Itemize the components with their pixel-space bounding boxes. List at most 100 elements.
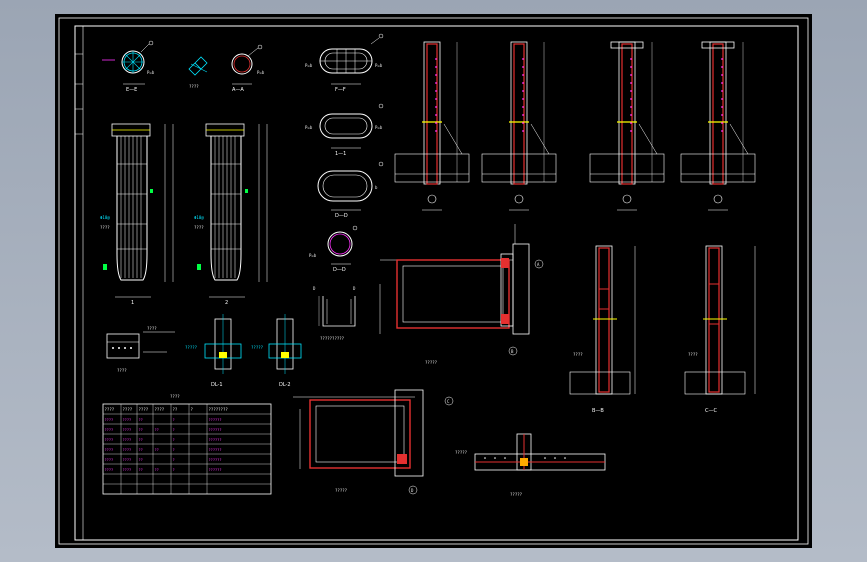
svg-text:Φ10@: Φ10@ <box>194 215 204 220</box>
table-cell: ???? <box>123 468 132 472</box>
svg-text:P=b: P=b <box>309 253 317 258</box>
table-cell: ? <box>173 418 175 422</box>
table-cell: ?? <box>139 418 143 422</box>
svg-text:Φ10@: Φ10@ <box>100 215 110 220</box>
plan-1: A B ????? <box>379 224 544 365</box>
schedule-table: ???? ???????????????????????????????????… <box>102 394 272 495</box>
svg-text:?????: ????? <box>185 345 198 350</box>
table-header: ? <box>191 407 194 412</box>
table-cell: ???? <box>105 438 114 442</box>
svg-text:?????: ????? <box>455 450 468 455</box>
table-header: ?? <box>173 407 178 412</box>
label-elev-1: 1 <box>131 300 134 306</box>
table-cell: ???? <box>105 458 114 462</box>
table-header: ???? <box>139 407 149 412</box>
table-cell: ???? <box>105 448 114 452</box>
label-elev-2: 2 <box>225 300 228 306</box>
section-d2: P=b D—D <box>309 225 358 273</box>
svg-text:????: ???? <box>147 326 157 331</box>
label-base-note: ???? <box>117 368 127 373</box>
svg-text:P=b: P=b <box>147 70 155 75</box>
table-cell: ?????? <box>209 428 222 432</box>
elevation-1: Φ10@ ???? 1 <box>100 123 174 306</box>
elevation-2: Φ10@ ???? 2 <box>194 123 268 306</box>
small-detail: D D ?????????? <box>313 286 356 341</box>
outer-frame <box>58 17 809 545</box>
base-detail: ???? ???? <box>106 326 175 373</box>
dl2-detail: ????? DL-2 <box>251 314 302 388</box>
table-cell: ?????? <box>209 468 222 472</box>
wall-section-top-4 <box>680 41 756 211</box>
table-header: ???????? <box>209 407 229 412</box>
label-detail: ????? <box>510 492 523 497</box>
drawing-sheet: P=b E—E ???? P=b A—A Φ10@ ???? <box>58 17 809 545</box>
svg-text:????: ???? <box>194 225 204 230</box>
label-section-f: F—F <box>335 87 346 93</box>
section-f: P=b P=b F—F <box>305 33 384 93</box>
svg-text:????: ???? <box>688 352 698 357</box>
table-cell: ?????? <box>209 418 222 422</box>
table-cell: ?????? <box>209 458 222 462</box>
label-detail-note: ?????????? <box>320 336 345 341</box>
inner-frame <box>74 25 799 541</box>
wall-section-c: ???? C—C <box>684 245 756 414</box>
axis-b: B <box>511 349 514 354</box>
cad-drawing-canvas[interactable]: P=b E—E ???? P=b A—A Φ10@ ???? <box>55 14 812 548</box>
section-d1: b D—D <box>317 161 384 219</box>
table-cell: ???? <box>105 418 114 422</box>
wall-section-top-1 <box>394 41 470 211</box>
table-cell: ?? <box>139 458 143 462</box>
label-section-e: E—E <box>126 87 137 93</box>
svg-text:P=b: P=b <box>305 125 313 130</box>
section-a: P=b A—A <box>231 44 265 93</box>
table-cell: ?????? <box>209 448 222 452</box>
table-cell: ???? <box>105 428 114 432</box>
label-wall-c1: C—C <box>705 408 717 414</box>
svg-text:P=b: P=b <box>305 63 313 68</box>
binding-marks <box>75 53 83 135</box>
section-e: P=b E—E <box>102 40 155 93</box>
table-cell: ???? <box>123 418 132 422</box>
label-section-a: A—A <box>232 87 244 93</box>
wall-joint-detail: ????? ????? <box>455 433 606 497</box>
axis-a: A <box>537 262 540 267</box>
wall-section-top-2 <box>481 41 557 211</box>
svg-text:P=b: P=b <box>375 63 383 68</box>
table-cell: ???? <box>123 458 132 462</box>
label-plan2: ????? <box>335 488 348 493</box>
svg-text:1—1: 1—1 <box>335 151 346 157</box>
table-header: ???? <box>123 407 133 412</box>
wall-section-b: ???? B—B <box>569 245 636 414</box>
svg-text:D: D <box>353 286 356 291</box>
table-cell: ? <box>173 448 175 452</box>
label-section-d1: D—D <box>335 213 348 219</box>
table-cell: ?? <box>155 448 159 452</box>
table-cell: ?? <box>155 428 159 432</box>
plan-2: C D ????? <box>293 389 454 495</box>
label-plan1: ????? <box>425 360 438 365</box>
label-wall-b1: B—B <box>592 408 604 414</box>
label-section-d2: D—D <box>333 267 346 273</box>
label-dl1: DL-1 <box>211 382 223 388</box>
table-header: ???? <box>155 407 165 412</box>
table-cell: ?????? <box>209 438 222 442</box>
table-cell: ???? <box>123 428 132 432</box>
table-cell: ?? <box>139 448 143 452</box>
svg-text:????: ???? <box>573 352 583 357</box>
svg-text:D: D <box>313 286 316 291</box>
label-dl2: DL-2 <box>279 382 291 388</box>
axis-c: C <box>447 399 450 404</box>
svg-text:P=b: P=b <box>257 70 265 75</box>
label-section-small: ???? <box>189 84 199 89</box>
table-cell: ???? <box>105 468 114 472</box>
svg-text:????: ???? <box>100 225 110 230</box>
table-cell: ???? <box>123 438 132 442</box>
table-cell: ? <box>173 428 175 432</box>
table-cell: ? <box>173 458 175 462</box>
table-cell: ?? <box>139 428 143 432</box>
svg-text:b: b <box>375 185 378 190</box>
table-cell: ?? <box>155 468 159 472</box>
table-cell: ? <box>173 468 175 472</box>
table-cell: ? <box>173 438 175 442</box>
